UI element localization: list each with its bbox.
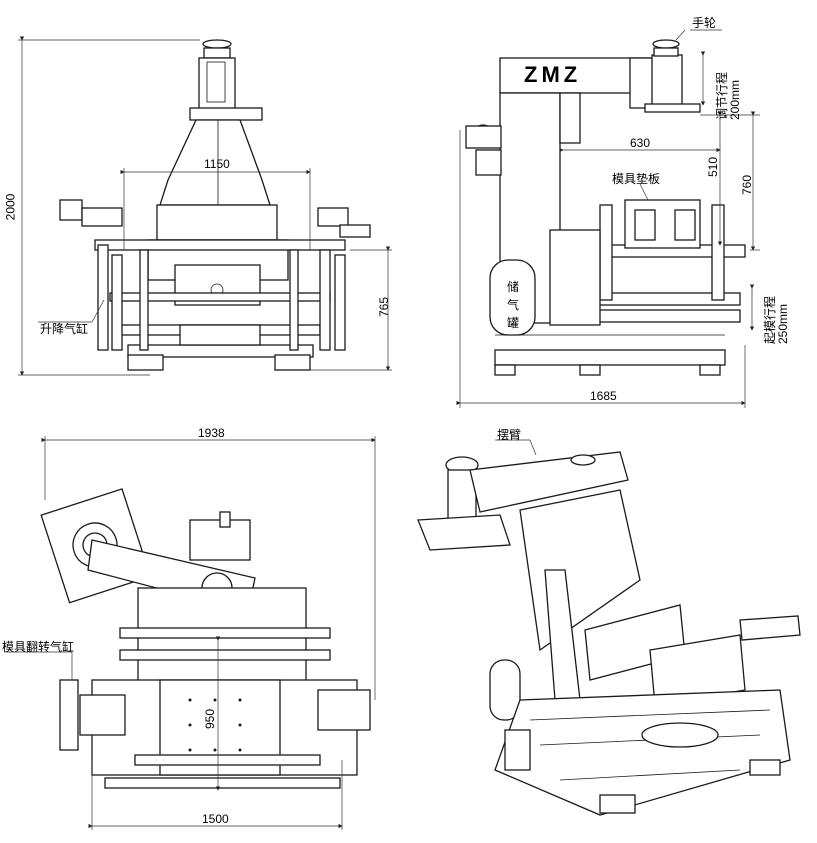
label-adjust-stroke-2: 200mm (728, 79, 742, 120)
label-lift-stroke-2: 250mm (776, 303, 790, 344)
dim-side-width: 1685 (590, 389, 617, 403)
dim-top-base: 1500 (202, 812, 229, 826)
top-view (5, 436, 376, 830)
logo: ZMZ (524, 62, 582, 87)
dim-front-width: 1150 (204, 157, 230, 171)
label-lift-cylinder: 升降气缸 (40, 322, 89, 336)
label-gas-tank-2: 气 (506, 298, 519, 312)
label-lift-stroke: 起模行程 250mm (763, 274, 790, 344)
side-view (456, 29, 760, 408)
label-gas-tank-1: 储 (506, 280, 519, 294)
label-flip-cylinder: 模具翻转气缸 (2, 640, 75, 654)
label-gas-tank: 储 气 罐 (505, 278, 521, 332)
label-handwheel: 手轮 (692, 16, 717, 30)
label-adjust-stroke: 调节行程 200mm (715, 50, 742, 120)
dim-top-inner: 950 (203, 708, 218, 730)
dim-side-depth: 630 (630, 136, 651, 150)
dim-front-lift-height: 765 (377, 296, 392, 318)
dim-front-height: 2000 (3, 193, 18, 221)
dim-side-510: 510 (706, 156, 721, 178)
front-view (18, 36, 392, 376)
iso-view (417, 439, 801, 816)
label-mold-pad: 模具垫板 (612, 172, 661, 186)
label-gas-tank-3: 罐 (506, 316, 519, 330)
label-swing-arm: 摆臂 (497, 428, 522, 442)
dim-side-760: 760 (740, 174, 755, 196)
dim-top-width: 1938 (198, 426, 225, 440)
